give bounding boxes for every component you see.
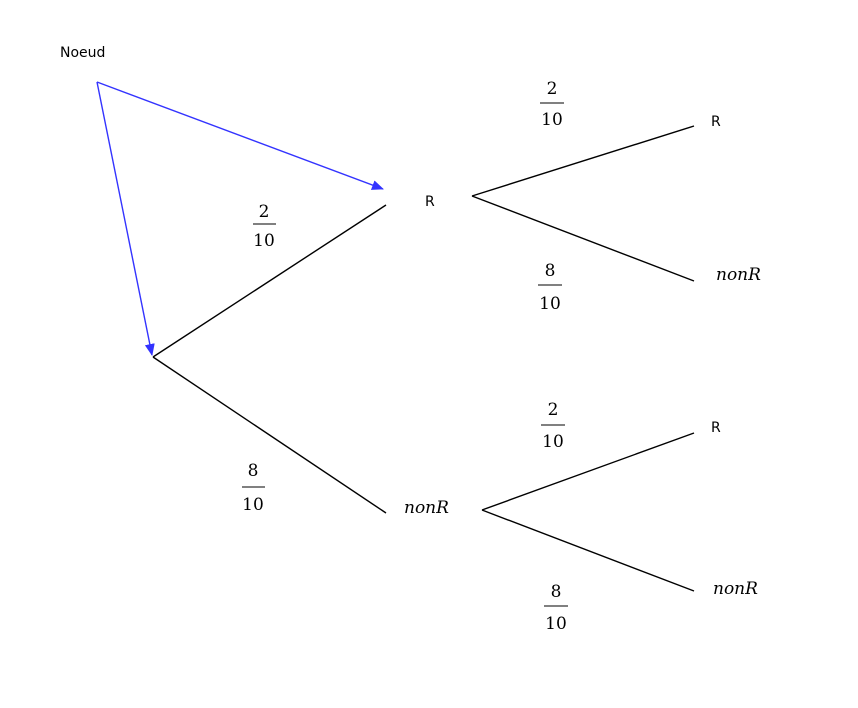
node-nonr-level1: nonR <box>404 498 449 518</box>
prob-denominator: 10 <box>539 294 561 314</box>
prob-numerator: 2 <box>547 79 558 99</box>
node-nonr-level2-top: nonR <box>716 265 761 285</box>
noeud-arrow-to-node-r <box>96 81 384 190</box>
prob-denominator: 10 <box>541 110 563 130</box>
prob-denominator: 10 <box>545 614 567 634</box>
prob-r-to-nonr: 8 10 <box>538 261 562 314</box>
prob-numerator: 8 <box>545 261 556 281</box>
node-r-level2-bottom: R <box>711 420 721 436</box>
branch-root-to-nonr <box>152 356 387 514</box>
branch-nonr-to-nonr <box>481 509 695 592</box>
node-r-level1: R <box>425 194 435 210</box>
node-nonr-level2-bottom: nonR <box>713 579 758 599</box>
branch-r-to-nonr <box>471 195 695 282</box>
prob-numerator: 2 <box>548 400 559 420</box>
prob-r-to-r: 2 10 <box>540 79 564 130</box>
branch-root-to-r <box>152 204 387 358</box>
branch-r-to-r <box>471 125 695 197</box>
branch-nonr-to-r <box>481 432 695 511</box>
noeud-arrow-to-root <box>96 81 155 356</box>
prob-numerator: 2 <box>259 202 270 222</box>
node-r-level2-top: R <box>711 114 721 130</box>
prob-denominator: 10 <box>253 231 275 251</box>
prob-numerator: 8 <box>248 461 259 481</box>
prob-nonr-to-nonr: 8 10 <box>544 582 568 634</box>
prob-root-to-r: 2 10 <box>253 202 276 251</box>
prob-numerator: 8 <box>551 582 562 602</box>
prob-nonr-to-r: 2 10 <box>541 400 565 452</box>
prob-root-to-nonr: 8 10 <box>242 461 265 515</box>
noeud-label: Noeud <box>60 45 105 61</box>
prob-denominator: 10 <box>242 495 264 515</box>
prob-denominator: 10 <box>542 432 564 452</box>
